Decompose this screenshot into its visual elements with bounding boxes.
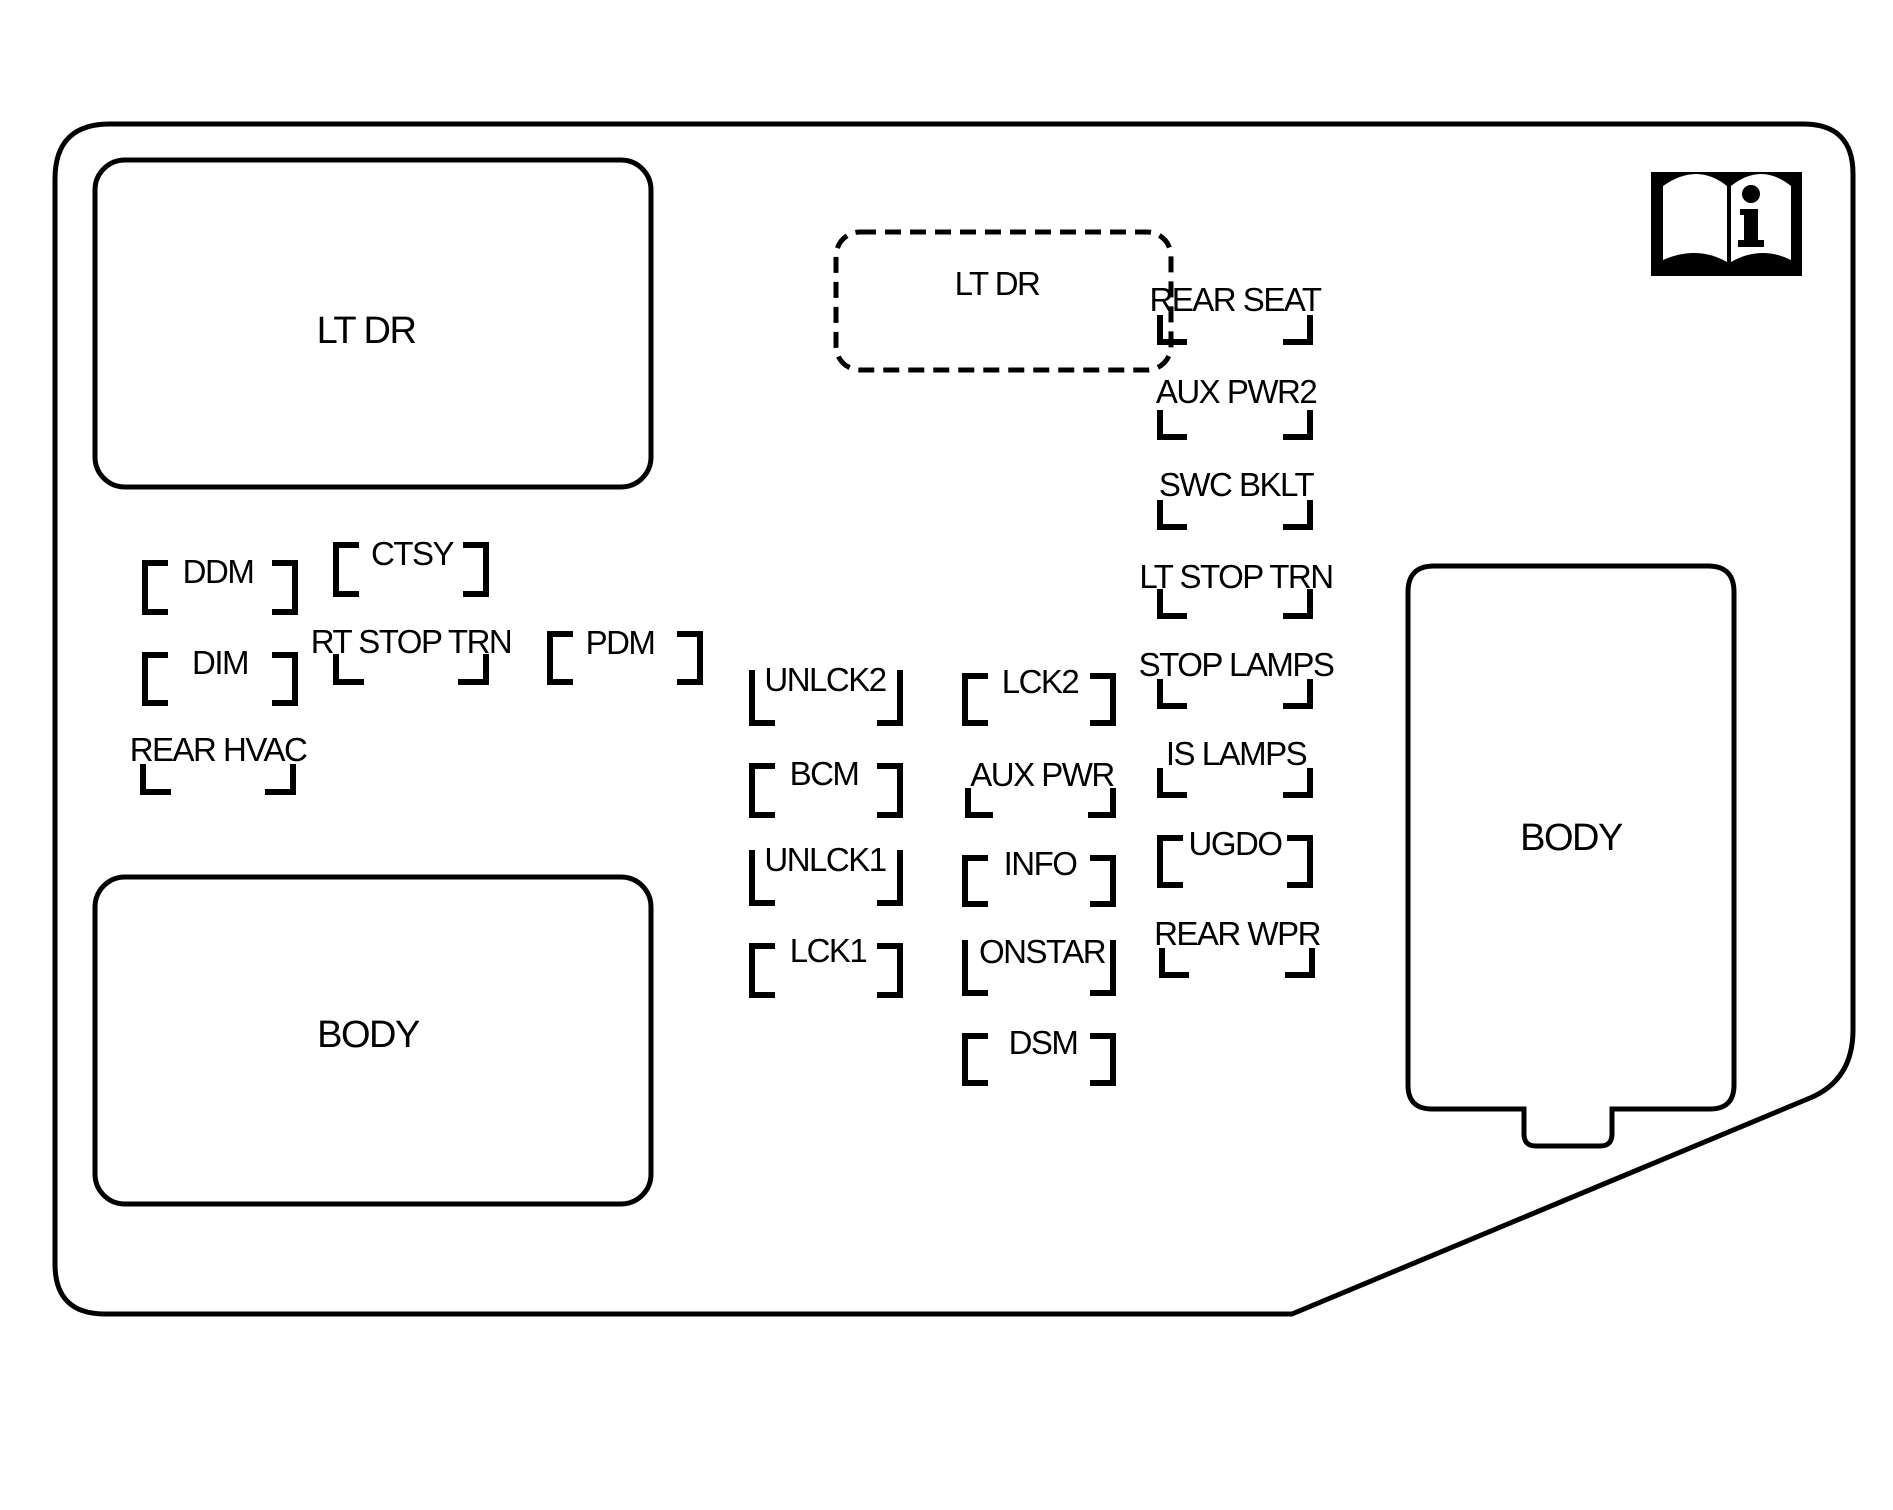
fuse-onstar: ONSTAR bbox=[962, 933, 1116, 996]
fuse-ctsy: CTSY bbox=[333, 535, 489, 597]
owners-manual-info-icon bbox=[1651, 172, 1802, 276]
fuse-rear-seat: REAR SEAT bbox=[1149, 281, 1323, 345]
fuse-aux-pwr2-label: AUX PWR2 bbox=[1156, 373, 1317, 410]
fuse-unlck1: UNLCK1 bbox=[749, 841, 903, 906]
fuse-rt-stop-trn: RT STOP TRN bbox=[311, 623, 513, 685]
fuse-lt-stop-trn: LT STOP TRN bbox=[1139, 558, 1334, 619]
fuse-info: INFO bbox=[962, 845, 1116, 907]
fuse-slots: DDM CTSY DIM RT STOP TRN PDM REAR HVAC U… bbox=[130, 281, 1335, 1086]
relay-lt-dr-label: LT DR bbox=[317, 310, 416, 352]
fuse-is-lamps: IS LAMPS bbox=[1157, 735, 1313, 798]
fuse-pdm: PDM bbox=[547, 624, 703, 685]
fuse-lck2: LCK2 bbox=[962, 663, 1116, 726]
fuse-ddm: DDM bbox=[142, 553, 298, 615]
fuse-unlck2-label: UNLCK2 bbox=[764, 661, 885, 698]
relay-lt-dr-dashed: LT DR bbox=[833, 229, 1174, 373]
fuse-ctsy-label: CTSY bbox=[371, 535, 455, 572]
fuse-bcm: BCM bbox=[749, 755, 903, 818]
fuse-ugdo: UGDO bbox=[1157, 825, 1313, 888]
fuse-aux-pwr2: AUX PWR2 bbox=[1156, 373, 1318, 440]
fuse-swc-bklt-label: SWC BKLT bbox=[1159, 466, 1315, 503]
fuse-pdm-label: PDM bbox=[586, 624, 655, 661]
fuse-is-lamps-label: IS LAMPS bbox=[1166, 735, 1307, 772]
fuse-dsm: DSM bbox=[962, 1024, 1116, 1086]
fuse-onstar-label: ONSTAR bbox=[979, 933, 1106, 970]
fuse-unlck2: UNLCK2 bbox=[749, 661, 903, 726]
fuse-info-label: INFO bbox=[1004, 845, 1078, 882]
fuse-swc-bklt: SWC BKLT bbox=[1157, 466, 1316, 530]
fuse-rear-hvac-label: REAR HVAC bbox=[130, 731, 307, 768]
fuse-rt-stop-trn-label: RT STOP TRN bbox=[311, 623, 512, 660]
fuse-ddm-label: DDM bbox=[183, 553, 254, 590]
fuse-lck1-label: LCK1 bbox=[790, 932, 867, 969]
fuse-rear-seat-label: REAR SEAT bbox=[1149, 281, 1321, 318]
relay-body-right: BODY bbox=[1405, 563, 1737, 1149]
fuse-rear-wpr: REAR WPR bbox=[1154, 915, 1322, 978]
fuse-rear-wpr-label: REAR WPR bbox=[1154, 915, 1321, 952]
relay-lt-dr-dashed-label: LT DR bbox=[955, 265, 1040, 302]
relay-body-left: BODY bbox=[92, 874, 654, 1207]
fuse-dim-label: DIM bbox=[192, 644, 248, 681]
relay-body-left-label: BODY bbox=[317, 1014, 420, 1056]
fuse-lt-stop-trn-label: LT STOP TRN bbox=[1139, 558, 1332, 595]
fuse-unlck1-label: UNLCK1 bbox=[764, 841, 885, 878]
fuse-stop-lamps: STOP LAMPS bbox=[1139, 646, 1335, 709]
fuse-ugdo-label: UGDO bbox=[1189, 825, 1283, 862]
relay-lt-dr: LT DR bbox=[92, 157, 654, 490]
fuse-stop-lamps-label: STOP LAMPS bbox=[1139, 646, 1334, 683]
relay-body-right-label: BODY bbox=[1520, 817, 1623, 859]
fuse-rear-hvac: REAR HVAC bbox=[130, 731, 308, 795]
fuse-bcm-label: BCM bbox=[790, 755, 859, 792]
fuse-aux-pwr: AUX PWR bbox=[965, 756, 1116, 818]
fuse-dim: DIM bbox=[142, 644, 298, 706]
fuse-lck2-label: LCK2 bbox=[1002, 663, 1079, 700]
fuse-dsm-label: DSM bbox=[1009, 1024, 1078, 1061]
fuse-lck1: LCK1 bbox=[749, 932, 903, 998]
fuse-aux-pwr-label: AUX PWR bbox=[970, 756, 1114, 793]
